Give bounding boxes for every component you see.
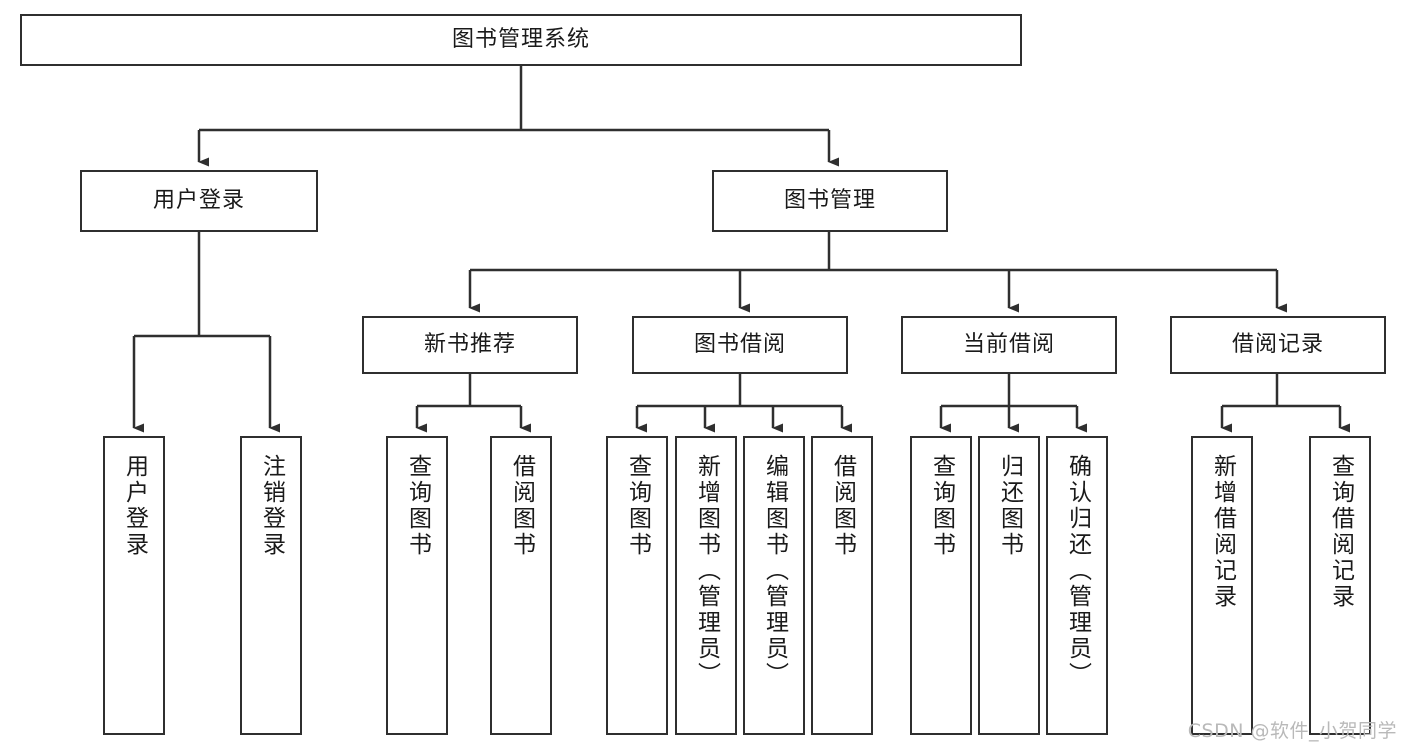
node-user-login-label: 用户登录 [152, 188, 245, 214]
leaf-borrow-record-add-record[interactable]: 新增借阅记录 [1191, 436, 1253, 735]
leaf-user-login-login[interactable]: 用户登录 [103, 436, 165, 735]
node-borrow-record[interactable]: 借阅记录 [1170, 316, 1386, 374]
leaf-book-borrow-edit-book-label: 编辑图书（管理员） [761, 454, 788, 688]
leaf-book-borrow-add-book[interactable]: 新增图书（管理员） [675, 436, 737, 735]
leaf-current-borrow-confirm-return[interactable]: 确认归还（管理员） [1046, 436, 1108, 735]
leaf-new-book-borrow-book-label: 借阅图书 [508, 454, 535, 558]
node-current-borrow-label: 当前借阅 [962, 332, 1055, 358]
node-root-system-label: 图书管理系统 [451, 27, 590, 53]
leaf-new-book-query-book-label: 查询图书 [404, 454, 431, 558]
node-borrow-record-label: 借阅记录 [1231, 332, 1324, 358]
node-book-management[interactable]: 图书管理 [712, 170, 948, 232]
leaf-user-login-logout[interactable]: 注销登录 [240, 436, 302, 735]
node-user-login[interactable]: 用户登录 [80, 170, 318, 232]
leaf-book-borrow-add-book-label: 新增图书（管理员） [693, 454, 720, 688]
leaf-new-book-query-book[interactable]: 查询图书 [386, 436, 448, 735]
leaf-borrow-record-query-record[interactable]: 查询借阅记录 [1309, 436, 1371, 735]
node-book-management-label: 图书管理 [783, 188, 876, 214]
leaf-new-book-borrow-book[interactable]: 借阅图书 [490, 436, 552, 735]
leaf-book-borrow-query-book[interactable]: 查询图书 [606, 436, 668, 735]
node-current-borrow[interactable]: 当前借阅 [901, 316, 1117, 374]
leaf-book-borrow-query-book-label: 查询图书 [624, 454, 651, 558]
node-new-book-recommend[interactable]: 新书推荐 [362, 316, 578, 374]
leaf-user-login-login-label: 用户登录 [121, 454, 148, 558]
leaf-current-borrow-confirm-return-label: 确认归还（管理员） [1064, 454, 1091, 688]
leaf-current-borrow-query-book-label: 查询图书 [928, 454, 955, 558]
node-new-book-recommend-label: 新书推荐 [423, 332, 516, 358]
leaf-user-login-logout-label: 注销登录 [258, 454, 285, 558]
leaf-borrow-record-query-record-label: 查询借阅记录 [1327, 454, 1354, 610]
node-root-system[interactable]: 图书管理系统 [20, 14, 1022, 66]
leaf-borrow-record-add-record-label: 新增借阅记录 [1209, 454, 1236, 610]
leaf-book-borrow-edit-book[interactable]: 编辑图书（管理员） [743, 436, 805, 735]
leaf-current-borrow-return-book-label: 归还图书 [996, 454, 1023, 558]
node-book-borrow[interactable]: 图书借阅 [632, 316, 848, 374]
node-book-borrow-label: 图书借阅 [693, 332, 786, 358]
leaf-current-borrow-return-book[interactable]: 归还图书 [978, 436, 1040, 735]
leaf-book-borrow-borrow-book[interactable]: 借阅图书 [811, 436, 873, 735]
leaf-current-borrow-query-book[interactable]: 查询图书 [910, 436, 972, 735]
leaf-book-borrow-borrow-book-label: 借阅图书 [829, 454, 856, 558]
